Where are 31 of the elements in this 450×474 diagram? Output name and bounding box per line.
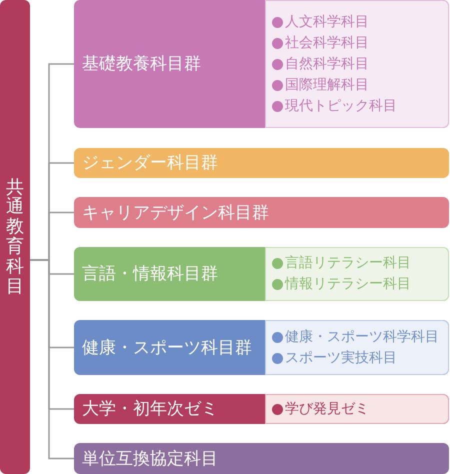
course-group-box	[74, 394, 449, 424]
subject-item: スポーツ実技科目	[285, 348, 397, 368]
course-group-box	[74, 320, 449, 375]
connector-line	[30, 259, 74, 460]
category-label: 共通教育科目	[6, 178, 24, 296]
subject-item: 人文科学科目	[285, 12, 369, 32]
course-group-box	[74, 247, 449, 301]
subject-item: 言語リテラシー科目	[285, 254, 411, 273]
category-bar	[0, 0, 30, 474]
subject-list-panel	[265, 320, 449, 375]
course-group-box	[74, 148, 449, 178]
course-group-box	[74, 0, 449, 128]
subject-item: 国際理解科目	[285, 76, 369, 94]
course-group-box	[74, 197, 449, 228]
subject-item: 社会科学科目	[285, 34, 369, 52]
subject-item: 学び発見ゼミ	[285, 400, 369, 418]
subject-item: 自然科学科目	[285, 54, 369, 74]
course-group-box	[74, 443, 449, 474]
group-heading: 単位互換協定科目	[82, 448, 218, 470]
group-heading: 言語・情報科目群	[82, 263, 218, 286]
subject-item: 健康・スポーツ科学科目	[285, 328, 439, 346]
group-heading: 基礎教養科目群	[82, 53, 201, 76]
subject-list-panel	[265, 247, 449, 301]
group-heading: 大学・初年次ゼミ	[82, 398, 218, 421]
subject-list-panel	[265, 0, 449, 128]
subject-item: 情報リテラシー科目	[285, 275, 411, 294]
group-heading: 健康・スポーツ科目群	[82, 336, 252, 360]
group-heading: ジェンダー科目群	[82, 152, 218, 175]
subject-item: 現代トピック科目	[285, 96, 397, 116]
subject-list-panel	[265, 394, 449, 424]
group-heading: キャリアデザイン科目群	[82, 202, 269, 224]
